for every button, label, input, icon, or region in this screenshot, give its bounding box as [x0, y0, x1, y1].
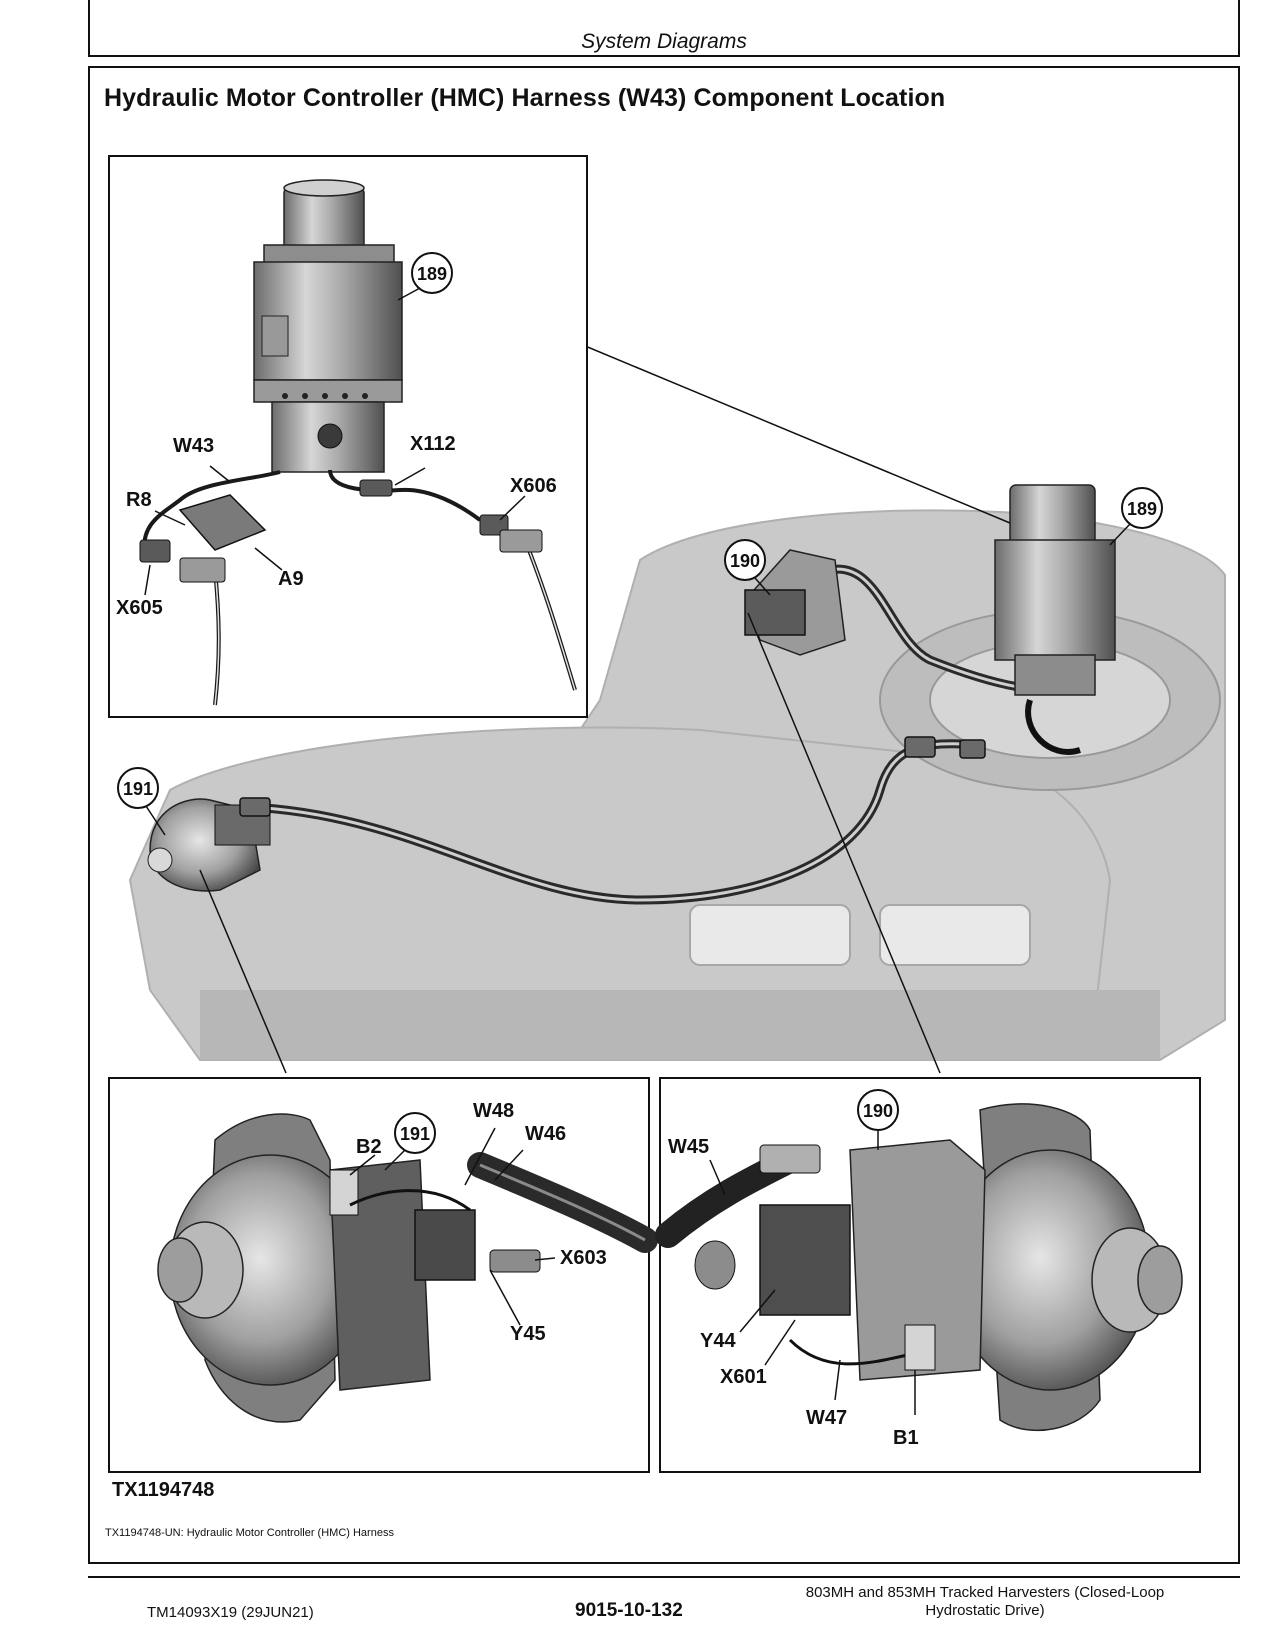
callout-190-detail: 190 [863, 1101, 893, 1121]
figure-id: TX1194748 [112, 1479, 215, 1501]
page-heading: Hydraulic Motor Controller (HMC) Harness… [104, 84, 946, 112]
label-b1: B1 [893, 1427, 919, 1449]
label-w47: W47 [806, 1407, 847, 1429]
footer-title: 803MH and 853MH Tracked Harvesters (Clos… [805, 1584, 1165, 1619]
label-w43: W43 [173, 435, 214, 457]
overview-rotator [994, 484, 1116, 755]
callout-189-overview: 189 [1127, 499, 1157, 519]
label-x112: X112 [410, 433, 456, 455]
label-y44: Y44 [700, 1330, 736, 1352]
leader-lines [199, 337, 1011, 1074]
callout-circles [117, 252, 1163, 1154]
label-r8: R8 [126, 489, 152, 511]
footer-divider [88, 1576, 1240, 1578]
header-frame [88, 0, 1240, 57]
label-x603: X603 [560, 1247, 607, 1269]
label-x601: X601 [720, 1366, 767, 1388]
footer-doc-code: TM14093X19 (29JUN21) [147, 1604, 314, 1621]
label-w48: W48 [473, 1100, 514, 1122]
label-a9: A9 [278, 568, 304, 590]
overview-connectors [239, 736, 986, 817]
callout-190-overview: 190 [730, 551, 760, 571]
label-w45: W45 [668, 1136, 709, 1158]
detail-box-motor-190 [655, 1077, 1201, 1473]
figure-caption: TX1194748-UN: Hydraulic Motor Controller… [105, 1527, 394, 1539]
detail-box-motor-191 [108, 1077, 658, 1473]
callout-leaders [144, 287, 1131, 1415]
label-x606: X606 [510, 475, 557, 497]
label-b2: B2 [356, 1136, 382, 1158]
content-frame [88, 66, 1240, 1564]
callout-191-overview: 191 [123, 779, 153, 799]
callout-189-detail: 189 [417, 264, 447, 284]
callout-191-detail: 191 [400, 1124, 430, 1144]
section-title: System Diagrams [581, 30, 747, 53]
footer-page-number: 9015-10-132 [575, 1600, 683, 1621]
label-y45: Y45 [510, 1323, 546, 1345]
label-x605: X605 [116, 597, 163, 619]
overview-motor-190 [744, 549, 846, 656]
label-w46: W46 [525, 1123, 566, 1145]
detail-box-rotator [108, 155, 588, 718]
